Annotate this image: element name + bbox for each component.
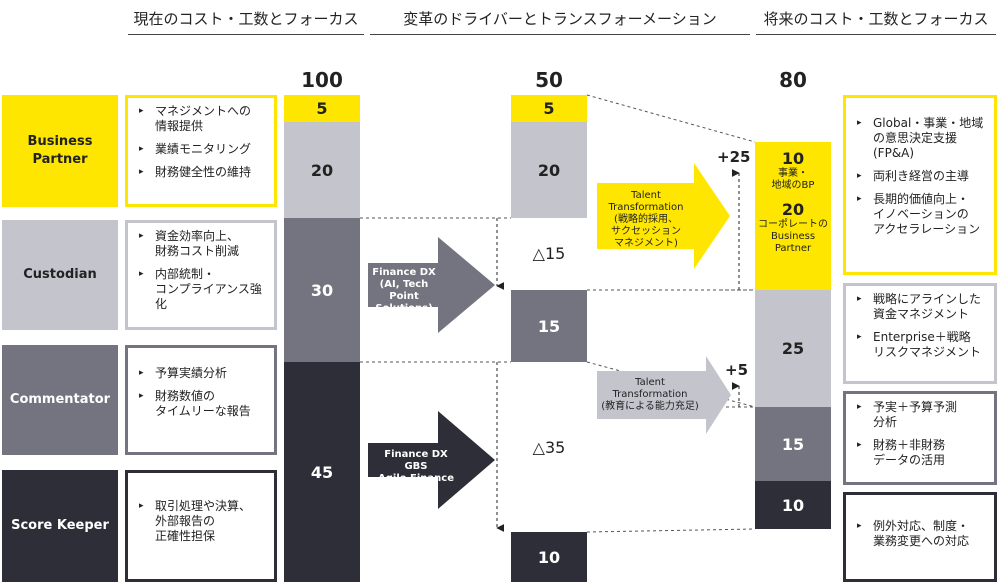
bar-future-bp-a-label: 事業・ 地域のBP — [771, 168, 815, 191]
bar-future-business-partner: 10 事業・ 地域のBP 20 コーポレートの Business Partner — [755, 142, 831, 290]
future-focus-score-keeper: 例外対応、制度・ 業務変更への対応 — [843, 492, 997, 582]
dashed-line — [586, 94, 756, 143]
role-score-keeper: Score Keeper — [2, 470, 118, 582]
dashed-line — [586, 528, 756, 533]
bar-current-custodian: 30 — [284, 218, 360, 362]
bar-middle-business-partner-b: 20 — [511, 122, 587, 218]
bar-future-custodian: 25 — [755, 290, 831, 407]
focus-item: 予実＋予算予測 分析 — [854, 400, 986, 430]
focus-item: 予算実績分析 — [136, 366, 266, 381]
role-label: Custodian — [23, 267, 97, 283]
focus-item: 例外対応、制度・ 業務変更への対応 — [854, 519, 986, 549]
bar-future-bp-b-label: コーポレートの Business Partner — [758, 219, 828, 254]
header-current-rule — [128, 34, 364, 35]
focus-item: 取引処理や決算、 外部報告の 正確性担保 — [136, 499, 266, 544]
bar-current-commentator-score-keeper: 45 — [284, 362, 360, 582]
role-custodian: Custodian — [2, 220, 118, 330]
talent-bp-label: Talent Transformation (戦略的採用、 サクセッション マネ… — [608, 190, 684, 249]
increase-custodian: +5 — [725, 361, 749, 379]
header-drivers-rule — [370, 34, 750, 35]
future-focus-commentator: 予実＋予算予測 分析 財務＋非財務 データの活用 — [843, 391, 997, 485]
focus-item: Enterprise＋戦略 リスクマネジメント — [854, 330, 986, 360]
role-label: Commentator — [9, 392, 111, 408]
talent-edu-label: Talent Transformation (教育による能力充足) — [601, 377, 699, 412]
focus-item: 財務＋非財務 データの活用 — [854, 438, 986, 468]
header-current: 現在のコスト・工数とフォーカス — [133, 10, 359, 28]
finance-dx-gbs-arrow — [368, 411, 495, 509]
focus-item: 内部統制・ コンプライアンス強化 — [136, 267, 266, 312]
focus-item: 財務数値の タイムリーな報告 — [136, 389, 266, 419]
current-focus-business-partner: マネジメントへの 情報提供 業績モニタリング 財務健全性の維持 — [125, 95, 277, 207]
finance-dx-ai-label: Finance DX (AI, Tech Point Solutions) — [372, 267, 436, 314]
future-focus-business-partner: Global・事業・地域 の意思決定支援 (FP&A) 両利き経営の主導 長期的… — [843, 95, 997, 275]
bar-middle-business-partner-a: 5 — [511, 95, 587, 122]
delta-commentator: △35 — [532, 438, 566, 457]
total-current: 100 — [301, 68, 343, 92]
focus-item: 資金効率向上、 財務コスト削減 — [136, 229, 266, 259]
finance-dx-ai-arrow — [368, 237, 495, 333]
role-commentator: Commentator — [2, 345, 118, 455]
increase-bp: +25 — [717, 148, 751, 166]
role-business-partner: Business Partner — [2, 95, 118, 207]
total-future: 80 — [779, 68, 807, 92]
bar-future-commentator: 15 — [755, 407, 831, 481]
bar-future-score-keeper: 10 — [755, 481, 831, 529]
header-future: 将来のコスト・工数とフォーカス — [763, 10, 989, 28]
focus-item: 戦略にアラインした 資金マネジメント — [854, 292, 986, 322]
bar-future-bp-a-value: 10 — [781, 149, 805, 168]
finance-dx-gbs-label: Finance DX GBS Agile Finance — [378, 449, 454, 484]
focus-item: マネジメントへの 情報提供 — [136, 104, 266, 134]
bar-middle-custodian: 15 — [511, 290, 587, 362]
focus-item: 両利き経営の主導 — [854, 169, 986, 184]
bar-future-bp-b-value: 20 — [781, 200, 805, 219]
role-label: Score Keeper — [11, 518, 109, 534]
role-label: Business Partner — [27, 134, 93, 167]
talent-bp-arrow — [597, 163, 730, 269]
talent-edu-arrow — [597, 356, 731, 434]
focus-item: 財務健全性の維持 — [136, 165, 266, 180]
header-future-rule — [756, 34, 996, 35]
bar-current-business-partner-b: 20 — [284, 122, 360, 218]
bar-middle-score-keeper: 10 — [511, 532, 587, 582]
delta-custodian: △15 — [532, 244, 566, 263]
focus-item: 業績モニタリング — [136, 142, 266, 157]
current-focus-commentator: 予算実績分析 財務数値の タイムリーな報告 — [125, 345, 277, 455]
current-focus-score-keeper: 取引処理や決算、 外部報告の 正確性担保 — [125, 470, 277, 582]
bar-current-business-partner-a: 5 — [284, 95, 360, 122]
current-focus-custodian: 資金効率向上、 財務コスト削減 内部統制・ コンプライアンス強化 — [125, 220, 277, 330]
future-focus-custodian: 戦略にアラインした 資金マネジメント Enterprise＋戦略 リスクマネジメ… — [843, 283, 997, 384]
total-middle: 50 — [535, 68, 563, 92]
header-drivers: 変革のドライバーとトランスフォーメーション — [403, 10, 717, 28]
focus-item: 長期的価値向上・ イノベーションの アクセラレーション — [854, 192, 986, 237]
focus-item: Global・事業・地域 の意思決定支援 (FP&A) — [854, 116, 986, 161]
